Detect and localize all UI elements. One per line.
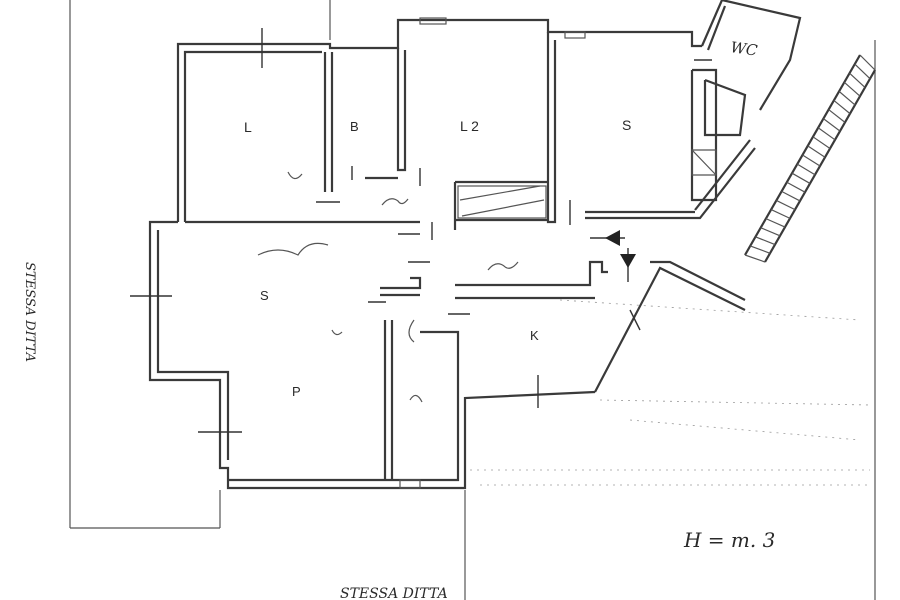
stair-tread — [817, 127, 836, 141]
room-label-living-left: L — [244, 119, 252, 135]
stair-tread — [823, 118, 841, 132]
stair-tread — [781, 190, 801, 202]
scan-noise — [470, 299, 871, 486]
stair-tread — [802, 154, 821, 167]
stair-tread — [854, 63, 871, 80]
stair-tread — [786, 181, 806, 193]
room-label-studio-right: S — [622, 117, 631, 133]
room-label-kitchen: K — [530, 328, 539, 343]
stair-tread — [859, 54, 876, 71]
stair-tread — [843, 81, 861, 97]
stair-tread — [812, 136, 831, 150]
stair-tread — [765, 218, 786, 228]
entrance-arrows — [590, 230, 636, 282]
stair-tread — [849, 72, 866, 88]
stair-tread — [755, 236, 776, 246]
wc-label: WC — [729, 38, 759, 60]
room-label-bath: B — [350, 119, 359, 134]
handwritten-marks — [257, 171, 519, 403]
stair-tread — [828, 109, 846, 123]
height-annotation: H = m. 3 — [683, 528, 775, 552]
sheet-border — [69, 0, 876, 600]
stair-tread — [744, 254, 766, 263]
stair-tread — [770, 209, 791, 219]
room-label-salon: S — [260, 288, 269, 303]
staircase — [744, 54, 876, 263]
stair-tread — [807, 145, 826, 158]
stair-tread — [838, 90, 856, 106]
bottom-neighbor-label: STESSA DITTA — [340, 586, 448, 600]
stair-tread — [750, 245, 771, 254]
wardrobe — [457, 185, 547, 219]
interior-walls — [185, 32, 747, 480]
room-label-dining: P — [292, 384, 301, 399]
stair-tread — [776, 199, 796, 211]
stair-tread — [760, 227, 781, 237]
left-neighbor-label: STESSA DITTA — [22, 262, 37, 362]
stair-tread — [833, 99, 851, 115]
exterior-walls — [148, 0, 802, 490]
openings — [130, 17, 712, 489]
room-label-living-center: L 2 — [460, 118, 479, 134]
stair-tread — [796, 163, 816, 176]
stair-tread — [791, 172, 811, 184]
